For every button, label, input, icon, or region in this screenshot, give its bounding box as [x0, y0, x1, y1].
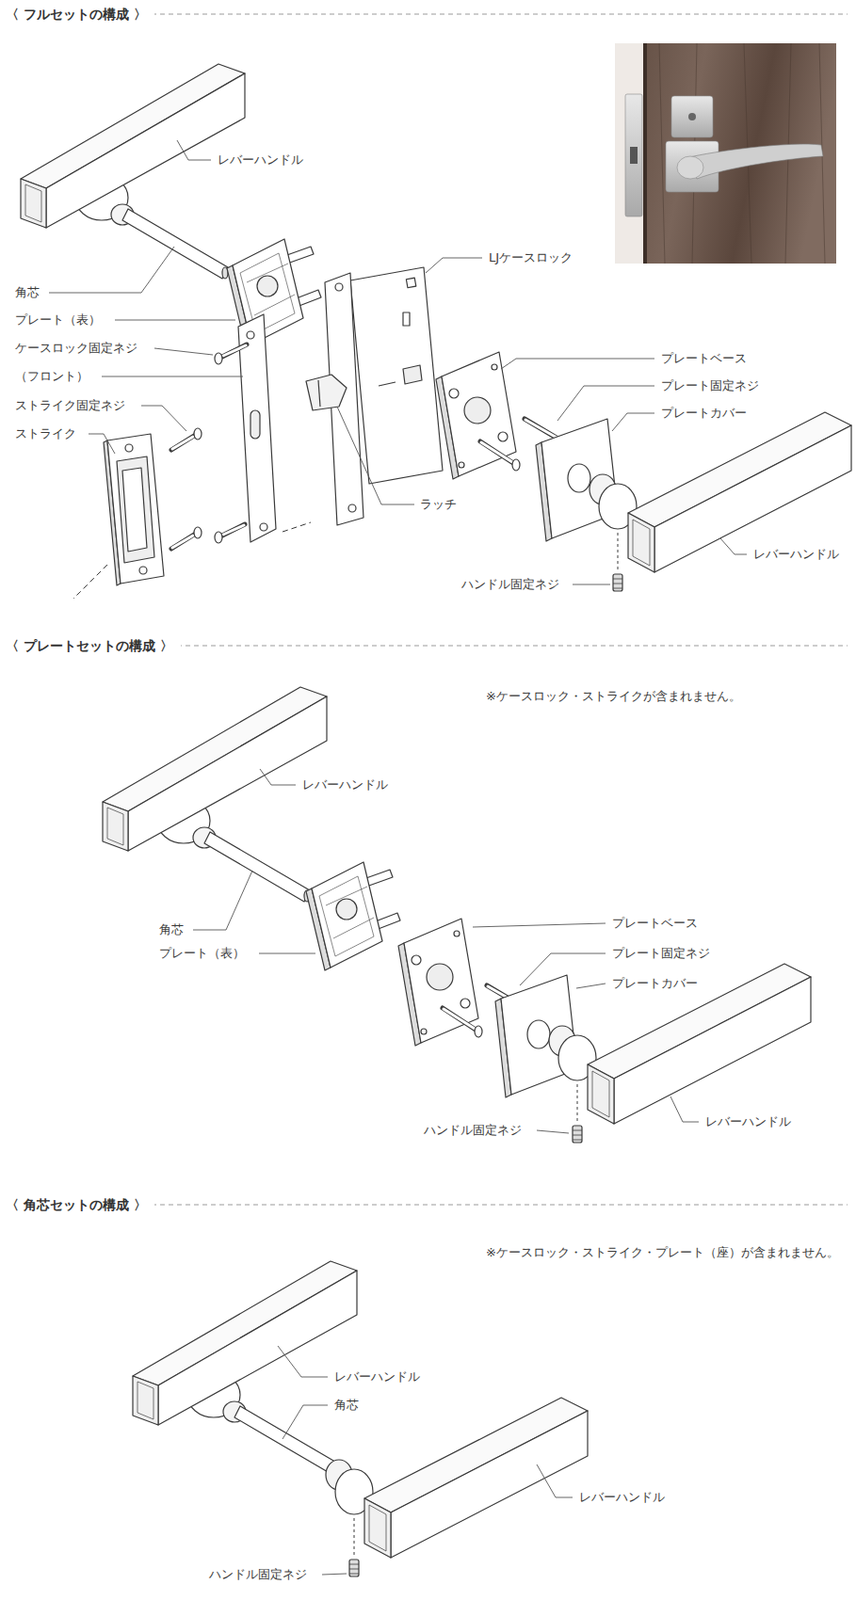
- part-label: ラッチ: [419, 495, 457, 515]
- section-heading: 〈 プレートセットの構成 〉: [5, 636, 181, 656]
- part-label: ストライク固定ネジ: [15, 396, 126, 416]
- part-label: ハンドル固定ネジ: [423, 1121, 522, 1141]
- part-label: レバーハンドル: [579, 1488, 665, 1508]
- part-label: プレートベース: [661, 349, 747, 369]
- part-label: プレートカバー: [612, 974, 698, 994]
- part-label: レバーハンドル: [753, 545, 840, 565]
- part-label: （フロント）: [15, 367, 89, 387]
- part-label: プレートベース: [612, 914, 698, 934]
- note-text: ※ケースロック・ストライクが含まれません。: [485, 687, 742, 707]
- part-label: LJケースロック: [488, 248, 573, 268]
- part-label: 角芯: [334, 1396, 359, 1416]
- part-label: ケースロック固定ネジ: [15, 339, 138, 358]
- part-label: レバーハンドル: [217, 150, 304, 170]
- part-label: プレート固定ネジ: [612, 944, 711, 964]
- part-label: プレート（表）: [159, 944, 245, 964]
- part-label: プレート固定ネジ: [661, 376, 760, 396]
- part-label: プレートカバー: [661, 403, 747, 423]
- product-photo: [614, 43, 837, 264]
- section-heading: 〈 角芯セットの構成 〉: [5, 1195, 155, 1215]
- part-label: レバーハンドル: [705, 1113, 792, 1132]
- section-heading: 〈 フルセットの構成 〉: [5, 4, 155, 24]
- part-label: ハンドル固定ネジ: [461, 575, 560, 595]
- part-label: レバーハンドル: [302, 775, 388, 795]
- part-label: 角芯: [15, 283, 40, 303]
- part-label: プレート（表）: [15, 310, 101, 330]
- part-label: レバーハンドル: [334, 1368, 420, 1388]
- part-label: ハンドル固定ネジ: [209, 1566, 307, 1585]
- note-text: ※ケースロック・ストライク・プレート（座）が含まれません。: [485, 1243, 840, 1263]
- part-label: 角芯: [159, 920, 184, 940]
- part-label: ストライク: [15, 424, 77, 444]
